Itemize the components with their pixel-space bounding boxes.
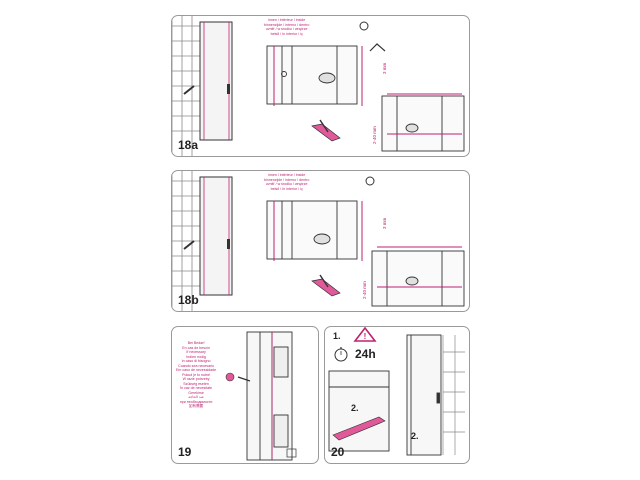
seal-strip (332, 416, 386, 441)
dimension-top: 3 mm (382, 62, 387, 74)
step-number: 18a (178, 138, 199, 152)
step-20-panel: ! 1. 24h 2. 2. 20 (324, 326, 470, 464)
stopwatch-icon (334, 347, 348, 362)
detail-view-top (266, 200, 358, 260)
clock-icon (365, 176, 375, 186)
tile-wall (442, 335, 465, 455)
step-20-illustration: ! (328, 327, 465, 456)
warning-number: 1. (333, 331, 341, 341)
cap-icon (225, 372, 251, 382)
tool-illustration (311, 274, 341, 297)
tile-wall (172, 171, 200, 311)
tool-icon (286, 448, 297, 458)
wait-time: 24h (355, 347, 376, 361)
step-number: 20 (331, 445, 345, 459)
wall-profile (246, 331, 293, 461)
svg-text:!: ! (364, 332, 367, 341)
detail-view-top (266, 45, 358, 105)
door-panel (406, 334, 442, 456)
detail-view-bottom (381, 95, 465, 152)
step-number: 19 (178, 445, 192, 459)
dimension-bottom: 2-40 mm (362, 281, 367, 299)
door-panel (199, 21, 233, 141)
warning-icon: ! (353, 327, 377, 342)
step-18b-illustration (172, 171, 465, 311)
door-panel (199, 176, 233, 296)
step-19-illustration (225, 331, 297, 461)
step-number: 18b (178, 293, 199, 307)
dimension-bottom: 2-40 mm (372, 126, 377, 144)
tile-wall (172, 16, 200, 156)
detail-view-bottom (371, 250, 465, 307)
sub-step-b: 2. (411, 431, 419, 441)
sub-step-a: 2. (351, 403, 359, 413)
arrow-icon (183, 85, 195, 95)
arrow-icon (183, 240, 195, 250)
clock-icon (359, 21, 369, 31)
rotate-icon (369, 43, 386, 52)
dimension-top: 3 mm (382, 217, 387, 229)
step-18a-illustration (172, 16, 465, 156)
tool-illustration (311, 119, 341, 142)
